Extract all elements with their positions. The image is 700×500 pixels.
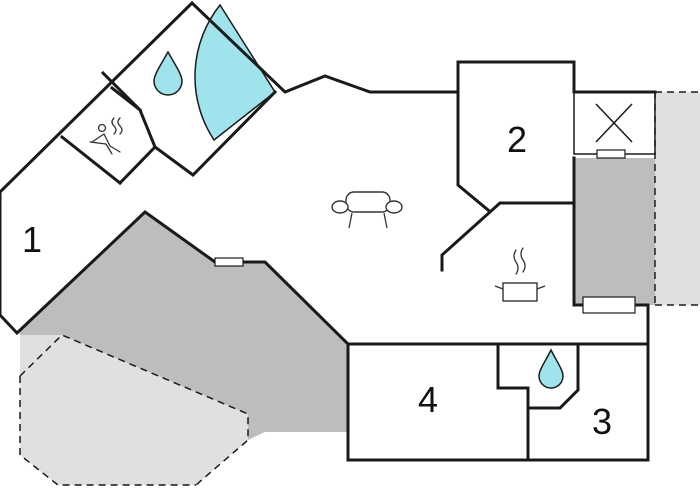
room-label-3: 3 [592, 401, 612, 442]
interior-wall [496, 342, 530, 462]
terrace-left [20, 212, 348, 440]
outer-wall [0, 0, 657, 195]
interior-wall [456, 90, 491, 213]
outer-wall-left [0, 190, 351, 347]
window [596, 149, 626, 159]
interior-wall [59, 134, 123, 186]
interior-wall [440, 201, 576, 272]
storage-cross [595, 103, 633, 143]
cooking-pot-icon [494, 247, 546, 302]
terrace-right [574, 158, 655, 305]
outer-wall-bottom [346, 303, 650, 462]
window [214, 257, 244, 267]
sofa-icon [331, 191, 403, 229]
window [582, 296, 636, 314]
water-drop-icon [538, 348, 564, 389]
interior-wall [526, 342, 580, 410]
sauna-icon [89, 117, 123, 155]
room-label-1: 1 [22, 219, 42, 260]
interior-wall [109, 85, 143, 113]
outdoor-area-left [20, 335, 248, 485]
outdoor-dashed-outline [19, 334, 249, 486]
interior-wall [117, 144, 158, 186]
outdoor-area-right [655, 92, 700, 305]
outdoor-dashed-outline-left [19, 376, 196, 486]
room-label-2: 2 [507, 119, 527, 160]
water-drop-icon [153, 50, 183, 96]
pool [194, 3, 276, 142]
room-label-4: 4 [418, 379, 438, 420]
